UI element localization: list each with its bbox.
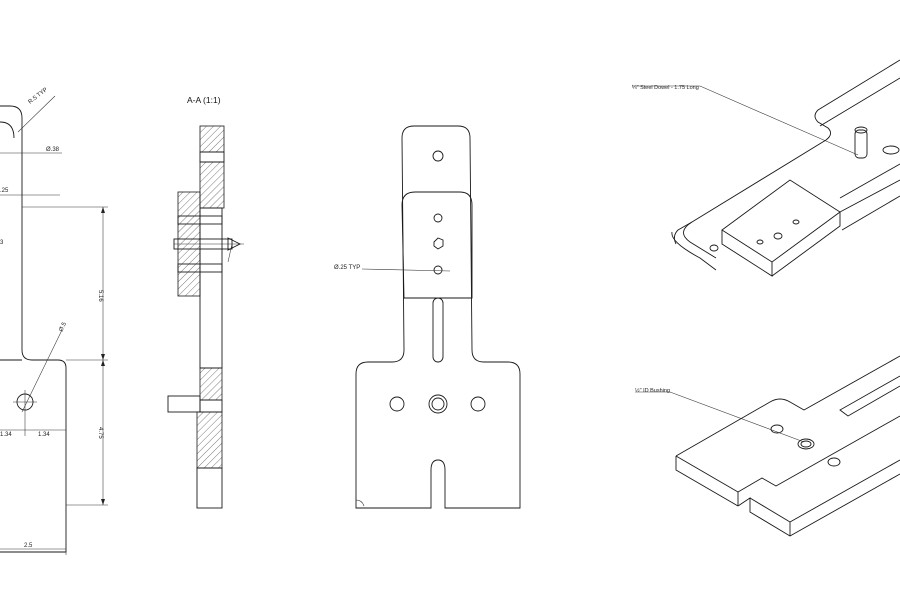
dim-left-partial: 3 <box>0 240 4 246</box>
bushing-callout: ½" ID Bushing <box>635 387 670 394</box>
iso-view-bottom: ½" ID Bushing <box>635 355 900 537</box>
offset-left-label: 1.34 <box>0 432 12 438</box>
plate-view: Ø.25 TYP <box>334 125 521 509</box>
hole-diameter-mid-label: Ø.5 <box>58 321 68 333</box>
plate-top-hole <box>432 150 444 162</box>
section-view: A-A (1:1) <box>167 95 244 509</box>
dim-top-partial: .25 <box>0 188 9 194</box>
front-view: R.5 TYP Ø.38 .25 3 5.16 4.75 Ø.5 1.34 1.… <box>0 87 108 555</box>
height-upper-label: 5.16 <box>97 290 103 302</box>
iso-view-top: ¼" Steel Dowel - 1.75 Long <box>632 59 900 277</box>
front-top-arc <box>0 121 15 139</box>
radius-callout: R.5 TYP <box>28 87 49 106</box>
width-bottom-label: 2.5 <box>24 543 33 549</box>
plate-outline <box>355 125 521 509</box>
plate-hole-callout: Ø.25 TYP <box>334 265 360 271</box>
offset-right-label: 1.34 <box>38 432 50 438</box>
height-lower-label: 4.75 <box>97 427 103 439</box>
section-title: A-A (1:1) <box>187 95 221 105</box>
hole-diameter-top-label: Ø.38 <box>46 147 60 153</box>
dowel-callout: ¼" Steel Dowel - 1.75 Long <box>632 85 699 91</box>
front-view-outline <box>0 105 67 553</box>
